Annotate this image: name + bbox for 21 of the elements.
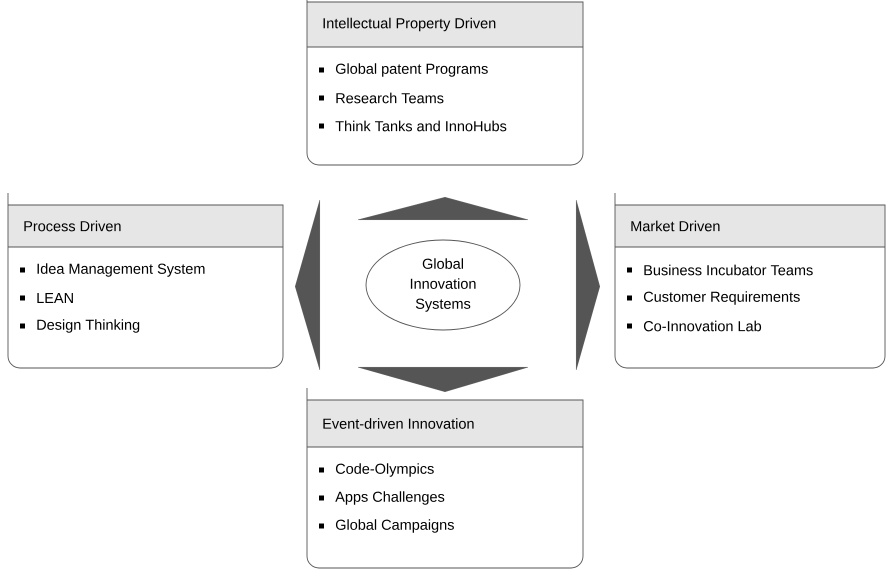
bullet-item: Research Teams (319, 92, 444, 104)
card-heading: Market Driven (631, 220, 720, 232)
bullet-item: Business Incubator Teams (627, 264, 813, 276)
bullet-item: LEAN (20, 293, 73, 303)
arrow (358, 197, 528, 220)
card-heading: Intellectual Property Driven (324, 18, 496, 32)
bullet-item: Co-Innovation Lab (627, 320, 762, 332)
arrow (358, 367, 528, 392)
bullet-item: Apps Challenges (319, 491, 444, 505)
bullet-item: Global Campaigns (319, 519, 454, 533)
center-label: Global Innovation Systems (410, 258, 476, 312)
bullet-item: Think Tanks and InnoHubs (319, 120, 506, 132)
card-heading: Event-driven Innovation (323, 418, 474, 429)
card-heading: Process Driven (24, 220, 121, 232)
bullet-item: Design Thinking (20, 319, 140, 333)
bullet-item: Global patent Programs (319, 63, 488, 77)
arrow (576, 200, 600, 370)
bullet-item: Customer Requirements (627, 291, 800, 305)
arrow (295, 200, 320, 370)
bullet-item: Code-Olympics (319, 463, 434, 477)
bullet-item: Idea Management System (20, 263, 204, 277)
